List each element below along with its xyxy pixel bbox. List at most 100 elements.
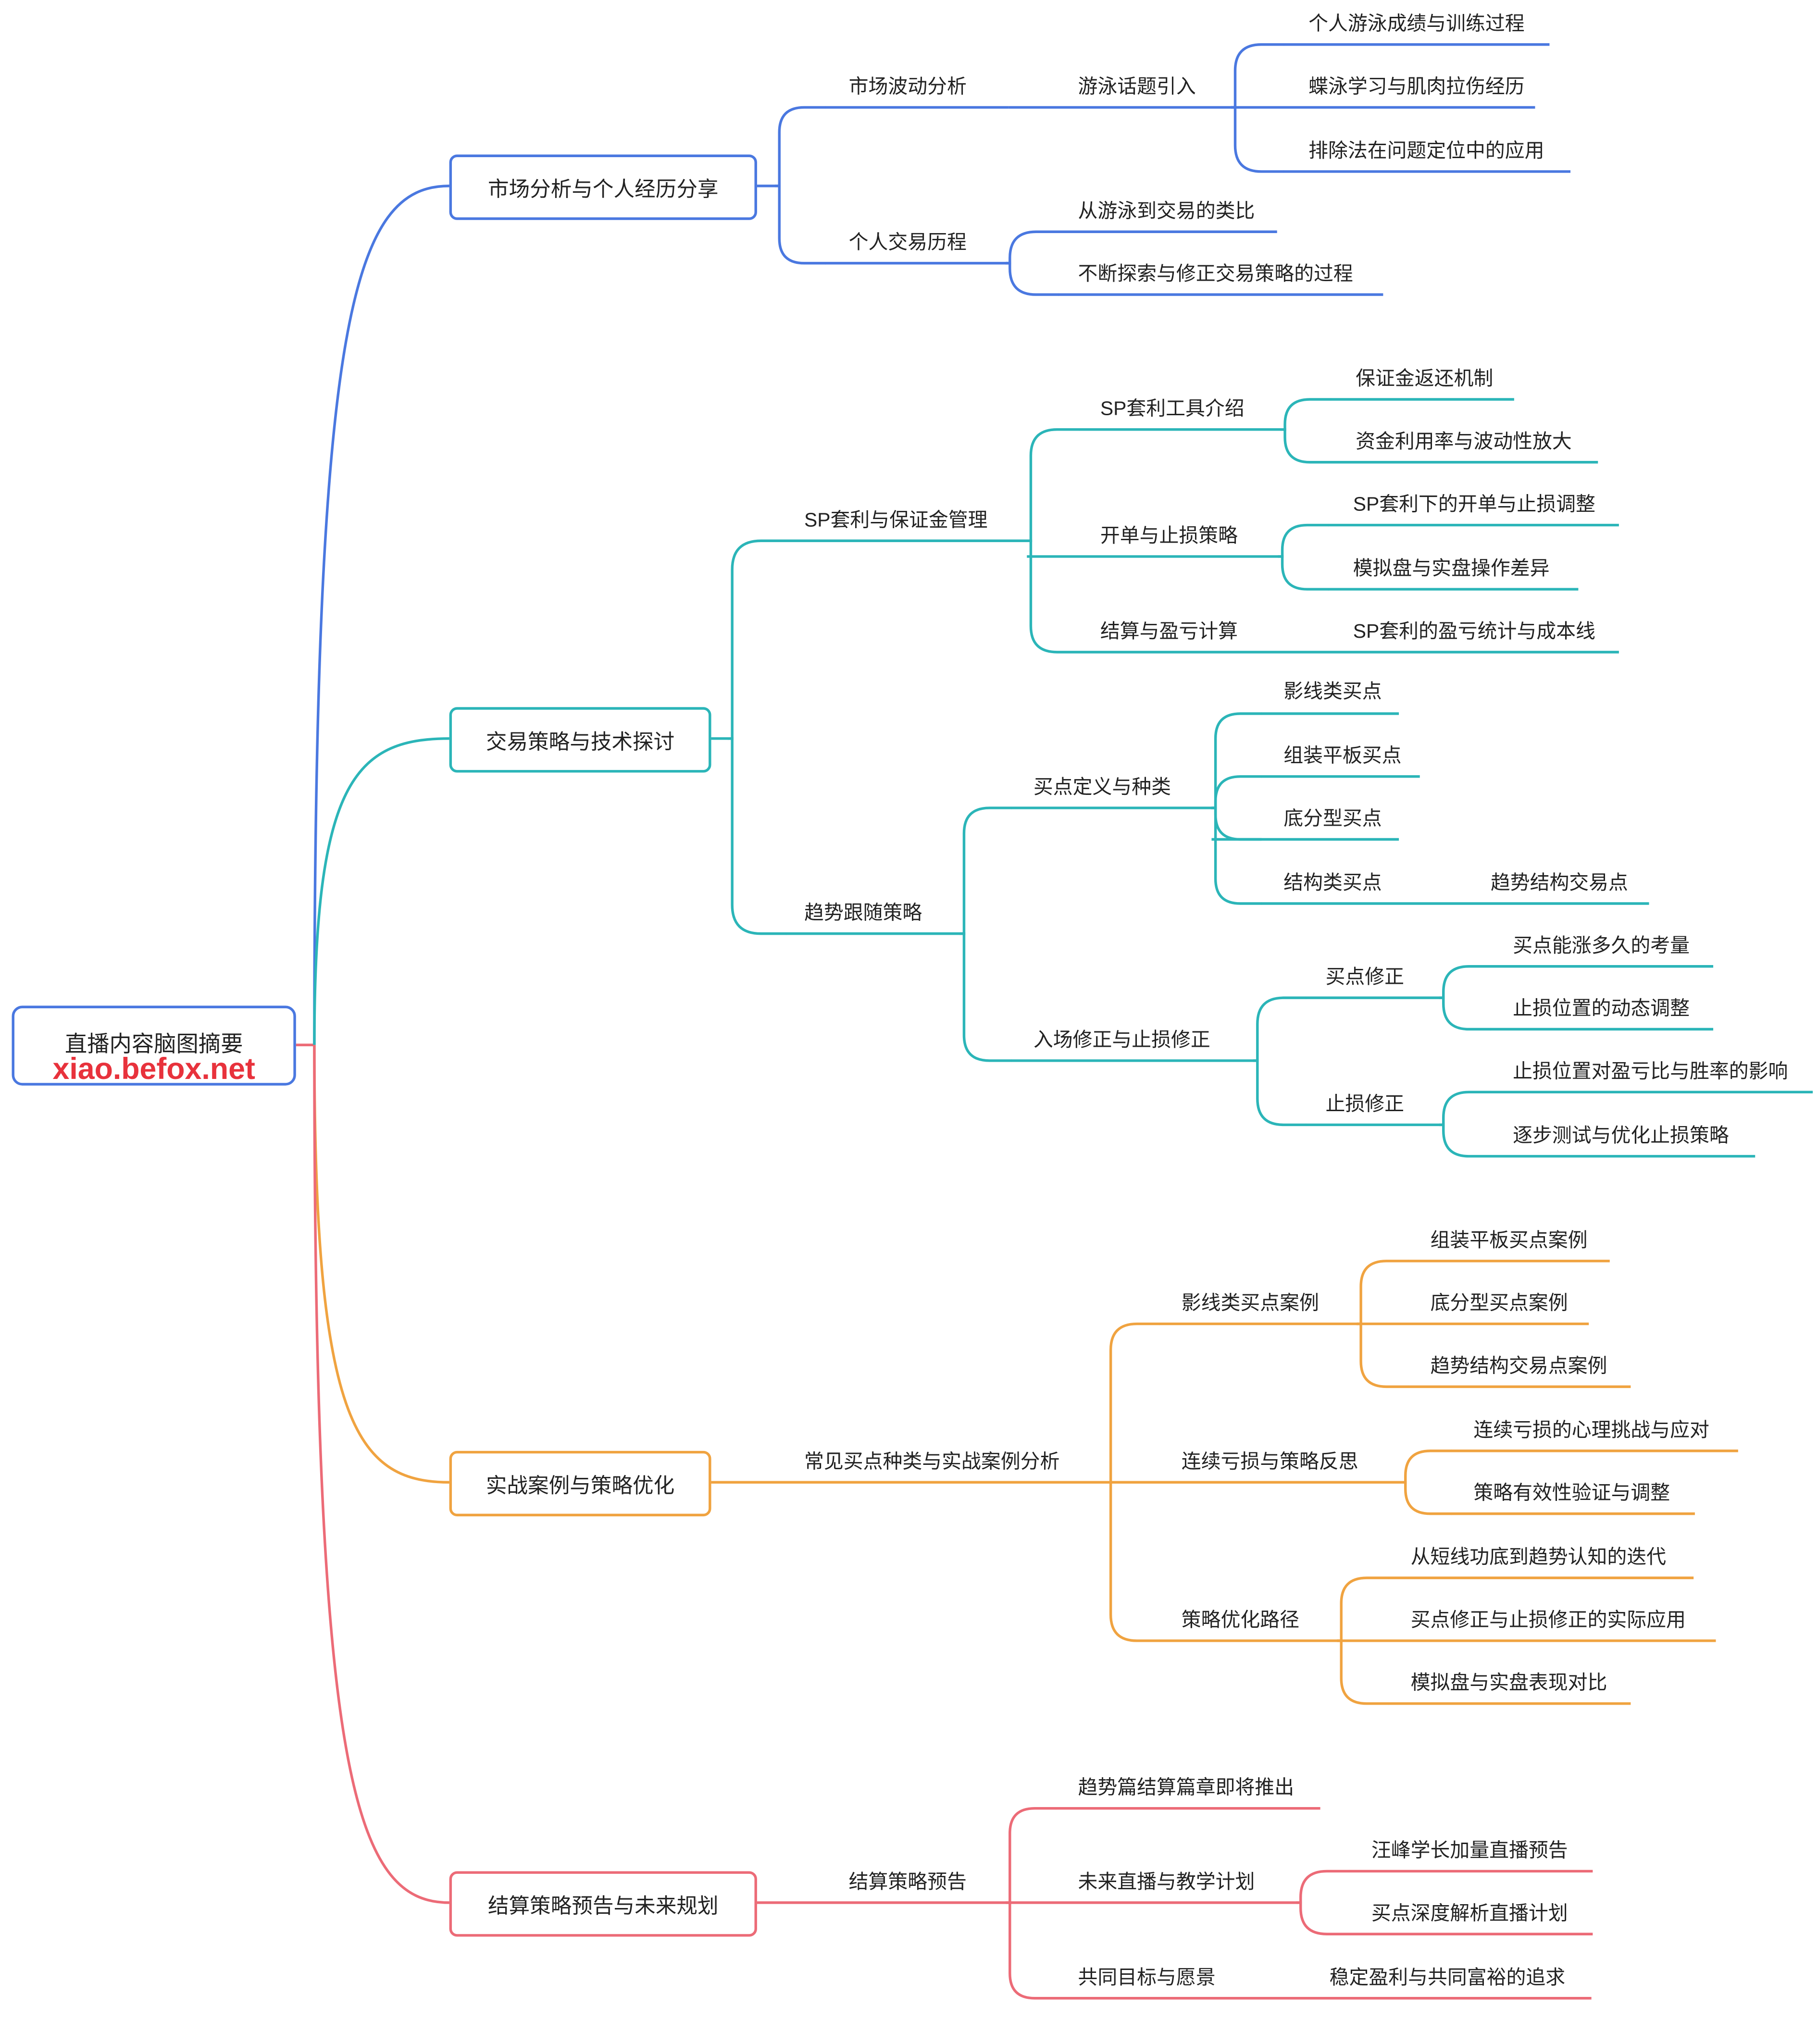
topic-buy-point-types[interactable]: 买点定义与种类 [1033, 776, 1171, 799]
topic-entry-stop-fix[interactable]: 入场修正与止损修正 [1033, 1029, 1210, 1052]
leaf-shadow-buy[interactable]: 影线类买点 [1283, 681, 1382, 704]
topic-shadow-cases[interactable]: 影线类买点案例 [1181, 1292, 1319, 1315]
root-connector [313, 185, 449, 1045]
leaf-swim-trade-analogy[interactable]: 从游泳到交易的类比 [1078, 200, 1255, 223]
topic-future-plan[interactable]: 未来直播与教学计划 [1078, 1871, 1255, 1894]
topic-market-volatility[interactable]: 市场波动分析 [848, 76, 967, 99]
topic-trend-following[interactable]: 趋势跟随策略 [804, 902, 922, 925]
connector-line [774, 185, 827, 265]
topic-sp-arbitrage[interactable]: SP套利与保证金管理 [804, 509, 988, 532]
connector-line [1438, 965, 1492, 999]
watermark: xiao.befox.net [52, 1051, 255, 1086]
connector-line [1438, 1090, 1492, 1127]
topic-case-analysis[interactable]: 常见买点种类与实战案例分析 [804, 1450, 1060, 1474]
leaf-trend-point-case[interactable]: 趋势结构交易点案例 [1430, 1355, 1607, 1378]
leaf-flat-case[interactable]: 组装平板买点案例 [1430, 1229, 1588, 1252]
topic-sp-tool[interactable]: SP套利工具介绍 [1100, 398, 1245, 421]
connector-line [959, 806, 1013, 935]
connector-line [1105, 1322, 1161, 1484]
branch-node-cases[interactable]: 实战案例与策略优化 [449, 1450, 711, 1517]
connector-line [1004, 1901, 1057, 2000]
connector-line [1400, 1481, 1453, 1515]
connector-line [1210, 806, 1263, 905]
branch-node-future[interactable]: 结算策略预告与未来规划 [449, 1871, 757, 1937]
leaf-capital-utilization[interactable]: 资金利用率与波动性放大 [1356, 431, 1572, 453]
leaf-trend-structure-point[interactable]: 趋势结构交易点 [1490, 872, 1628, 894]
connector-line [959, 932, 1013, 1062]
connector-line [1400, 1449, 1453, 1484]
leaf-fractal-case[interactable]: 底分型买点案例 [1430, 1292, 1568, 1315]
leaf-fix-application[interactable]: 买点修正与止损修正的实际应用 [1410, 1609, 1686, 1632]
leaf-short-to-trend[interactable]: 从短线功底到趋势认知的迭代 [1410, 1546, 1666, 1569]
connector-line [1438, 1123, 1492, 1158]
topic-settlement-pnl[interactable]: 结算与盈亏计算 [1100, 620, 1238, 643]
root-node[interactable]: 直播内容脑图摘要 xiao.befox.net [12, 1005, 296, 1086]
connector-line [1004, 230, 1060, 265]
connector-line [727, 737, 787, 935]
topic-swimming-intro[interactable]: 游泳话题引入 [1078, 76, 1196, 99]
leaf-sp-pnl-cost[interactable]: SP套利的盈亏统计与成本线 [1353, 620, 1595, 643]
leaf-dynamic-stop[interactable]: 止损位置的动态调整 [1513, 998, 1690, 1020]
leaf-sim-vs-real[interactable]: 模拟盘与实盘操作差异 [1353, 557, 1550, 580]
leaf-fractal-buy[interactable]: 底分型买点 [1283, 808, 1382, 830]
leaf-deep-analysis-live[interactable]: 买点深度解析直播计划 [1371, 1902, 1568, 1925]
connector-line [1004, 1807, 1057, 1904]
leaf-common-prosperity[interactable]: 稳定盈利与共同富裕的追求 [1329, 1967, 1566, 1989]
connector-line [1356, 1260, 1409, 1326]
leaf-flat-buy[interactable]: 组装平板买点 [1283, 745, 1402, 768]
connector-line [1336, 1639, 1390, 1705]
root-connector [313, 1045, 449, 1904]
topic-trading-history[interactable]: 个人交易历程 [848, 232, 967, 254]
leaf-swim-training[interactable]: 个人游泳成绩与训练过程 [1308, 13, 1525, 36]
leaf-sp-open-stop[interactable]: SP套利下的开单与止损调整 [1353, 494, 1595, 516]
connector-line [1105, 1481, 1161, 1642]
leaf-trend-chapter[interactable]: 趋势篇结算篇章即将推出 [1078, 1777, 1295, 1799]
leaf-stop-impact[interactable]: 止损位置对盈亏比与胜率的影响 [1513, 1060, 1788, 1083]
connector-line [1336, 1576, 1390, 1642]
connector-line [1277, 523, 1330, 558]
leaf-butterfly-injury[interactable]: 蝶泳学习与肌肉拉伤经历 [1308, 76, 1525, 99]
leaf-margin-return[interactable]: 保证金返还机制 [1356, 368, 1494, 390]
topic-shared-goal[interactable]: 共同目标与愿景 [1078, 1967, 1216, 1989]
connector-line [1210, 712, 1263, 809]
connector-line [1280, 428, 1332, 464]
topic-stop-fix[interactable]: 止损修正 [1325, 1093, 1405, 1116]
connector-line [1210, 806, 1263, 841]
leaf-strategy-exploration[interactable]: 不断探索与修正交易策略的过程 [1078, 263, 1353, 285]
root-connector [313, 1045, 449, 1484]
connector-line [1280, 398, 1332, 431]
connector-line [1004, 261, 1060, 296]
connector-line [1356, 1322, 1409, 1388]
branch-node-market[interactable]: 市场分析与个人经历分享 [449, 154, 757, 220]
connector-line [1025, 428, 1081, 542]
topic-optimization-path[interactable]: 策略优化路径 [1181, 1609, 1300, 1632]
connector-line [1230, 43, 1285, 109]
topic-settlement-preview[interactable]: 结算策略预告 [848, 1871, 967, 1894]
leaf-structure-buy[interactable]: 结构类买点 [1283, 872, 1382, 894]
connector-line [1252, 1059, 1307, 1127]
connector-line [1252, 996, 1307, 1062]
connector-line [774, 106, 827, 187]
leaf-sim-real-compare[interactable]: 模拟盘与实盘表现对比 [1410, 1672, 1607, 1695]
leaf-rise-duration[interactable]: 买点能涨多久的考量 [1513, 935, 1690, 957]
connector-line [1230, 106, 1285, 173]
connector-line [1438, 996, 1492, 1031]
connector-line [1025, 539, 1081, 654]
topic-loss-reflection[interactable]: 连续亏损与策略反思 [1181, 1450, 1358, 1474]
connector-line [1277, 555, 1330, 591]
root-title: 直播内容脑图摘要 [64, 1031, 243, 1057]
connector-line [1210, 775, 1263, 809]
leaf-stop-optimize[interactable]: 逐步测试与优化止损策略 [1513, 1125, 1729, 1147]
leaf-strategy-validation[interactable]: 策略有效性验证与调整 [1473, 1482, 1670, 1505]
connector-line [727, 539, 787, 740]
root-connector [313, 737, 449, 1045]
topic-open-stop[interactable]: 开单与止损策略 [1100, 525, 1238, 547]
connector-line [1295, 1870, 1351, 1904]
leaf-extra-live[interactable]: 汪峰学长加量直播预告 [1371, 1840, 1568, 1862]
topic-buy-fix[interactable]: 买点修正 [1325, 966, 1405, 989]
leaf-loss-psychology[interactable]: 连续亏损的心理挑战与应对 [1473, 1419, 1709, 1442]
leaf-elimination-method[interactable]: 排除法在问题定位中的应用 [1308, 140, 1544, 162]
branch-node-strategy[interactable]: 交易策略与技术探讨 [449, 707, 711, 773]
